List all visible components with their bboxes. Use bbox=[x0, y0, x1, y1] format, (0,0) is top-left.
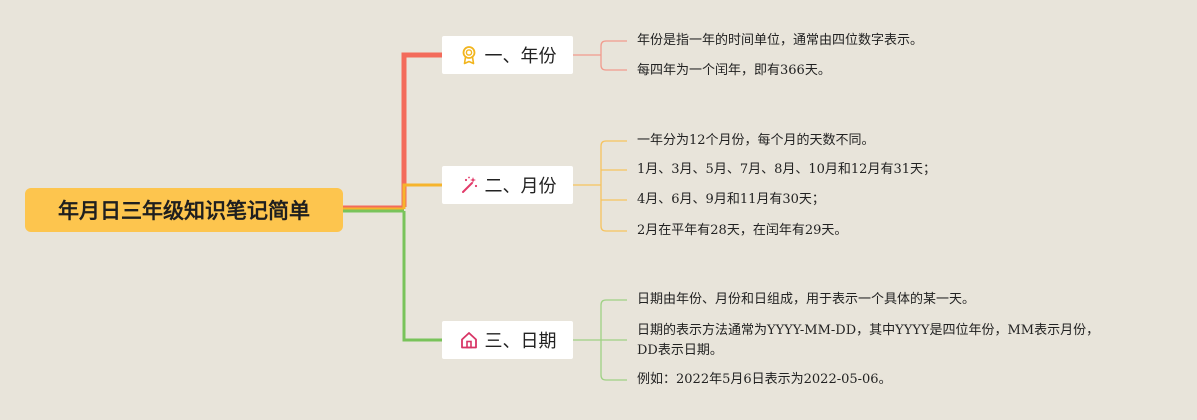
branch-node-date[interactable]: 三、日期 bbox=[442, 321, 573, 359]
leaf-text: 4月、6月、9月和11月有30天； bbox=[637, 192, 825, 207]
magic-wand-icon bbox=[459, 175, 479, 195]
branch-node-year[interactable]: 一、年份 bbox=[442, 36, 573, 74]
leaf-connectors-date bbox=[573, 299, 627, 381]
leaf-text: 一年分为12个月份，每个月的天数不同。 bbox=[637, 133, 875, 148]
leaf-connectors-month bbox=[573, 140, 627, 232]
branch-label-year: 一、年份 bbox=[484, 46, 557, 67]
leaf-text: 年份是指一年的时间单位，通常由四位数字表示。 bbox=[637, 33, 924, 48]
leaf-text: 每四年为一个闰年，即有366天。 bbox=[637, 63, 831, 78]
leaf-text: 1月、3月、5月、7月、8月、10月和12月有31天； bbox=[637, 162, 936, 177]
leaf-text: 日期的表示方法通常为YYYY-MM-DD，其中YYYY是四位年份，MM表示月份， bbox=[637, 323, 1100, 338]
branch-connector-year bbox=[401, 52, 442, 207]
leaf-text: 例如：2022年5月6日表示为2022-05-06。 bbox=[637, 372, 892, 387]
leaf-text: 2月在平年有28天，在闰年有29天。 bbox=[637, 223, 848, 238]
house-icon bbox=[459, 330, 479, 350]
branch-connector-month bbox=[402, 183, 442, 209]
award-medal-icon bbox=[459, 45, 479, 65]
leaf-text: 日期由年份、月份和日组成，用于表示一个具体的某一天。 bbox=[637, 292, 976, 307]
branch-node-month[interactable]: 二、月份 bbox=[442, 166, 573, 204]
branch-connector-date bbox=[402, 211, 442, 342]
leaf-text: DD表示日期。 bbox=[637, 343, 723, 358]
leaf-connectors-year bbox=[573, 40, 627, 71]
branch-label-date: 三、日期 bbox=[484, 331, 557, 352]
root-node[interactable]: 年月日三年级知识笔记简单 bbox=[25, 188, 343, 232]
root-title: 年月日三年级知识笔记简单 bbox=[58, 199, 310, 223]
branch-label-month: 二、月份 bbox=[484, 176, 557, 197]
